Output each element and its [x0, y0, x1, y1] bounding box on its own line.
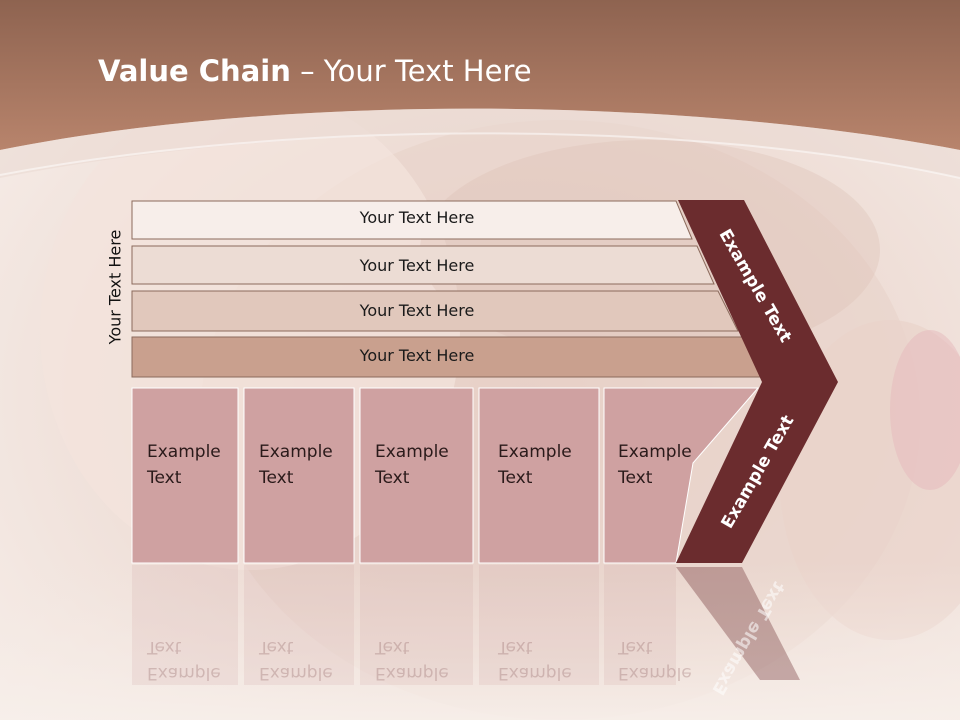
- row-label-4: Your Text Here: [359, 346, 475, 365]
- title-rest: – Your Text Here: [290, 54, 532, 88]
- box-5: [603, 387, 760, 564]
- box-1: [131, 387, 239, 564]
- title-bold: Value Chain: [98, 54, 291, 88]
- box-4: [478, 387, 600, 564]
- row-bar-3: [131, 290, 739, 332]
- row-label-3: Your Text Here: [359, 301, 475, 320]
- row-label-1: Your Text Here: [359, 208, 475, 227]
- vertical-label: Your Text Here: [105, 229, 125, 345]
- box-2: [243, 387, 355, 564]
- row-bar-1: [131, 200, 693, 240]
- row-bar-2: [131, 245, 715, 285]
- box-3: [359, 387, 474, 564]
- chevron-arrow: [676, 200, 838, 563]
- row-label-2: Your Text Here: [359, 256, 475, 275]
- slide-title: Value Chain – Your Text Here: [98, 54, 532, 88]
